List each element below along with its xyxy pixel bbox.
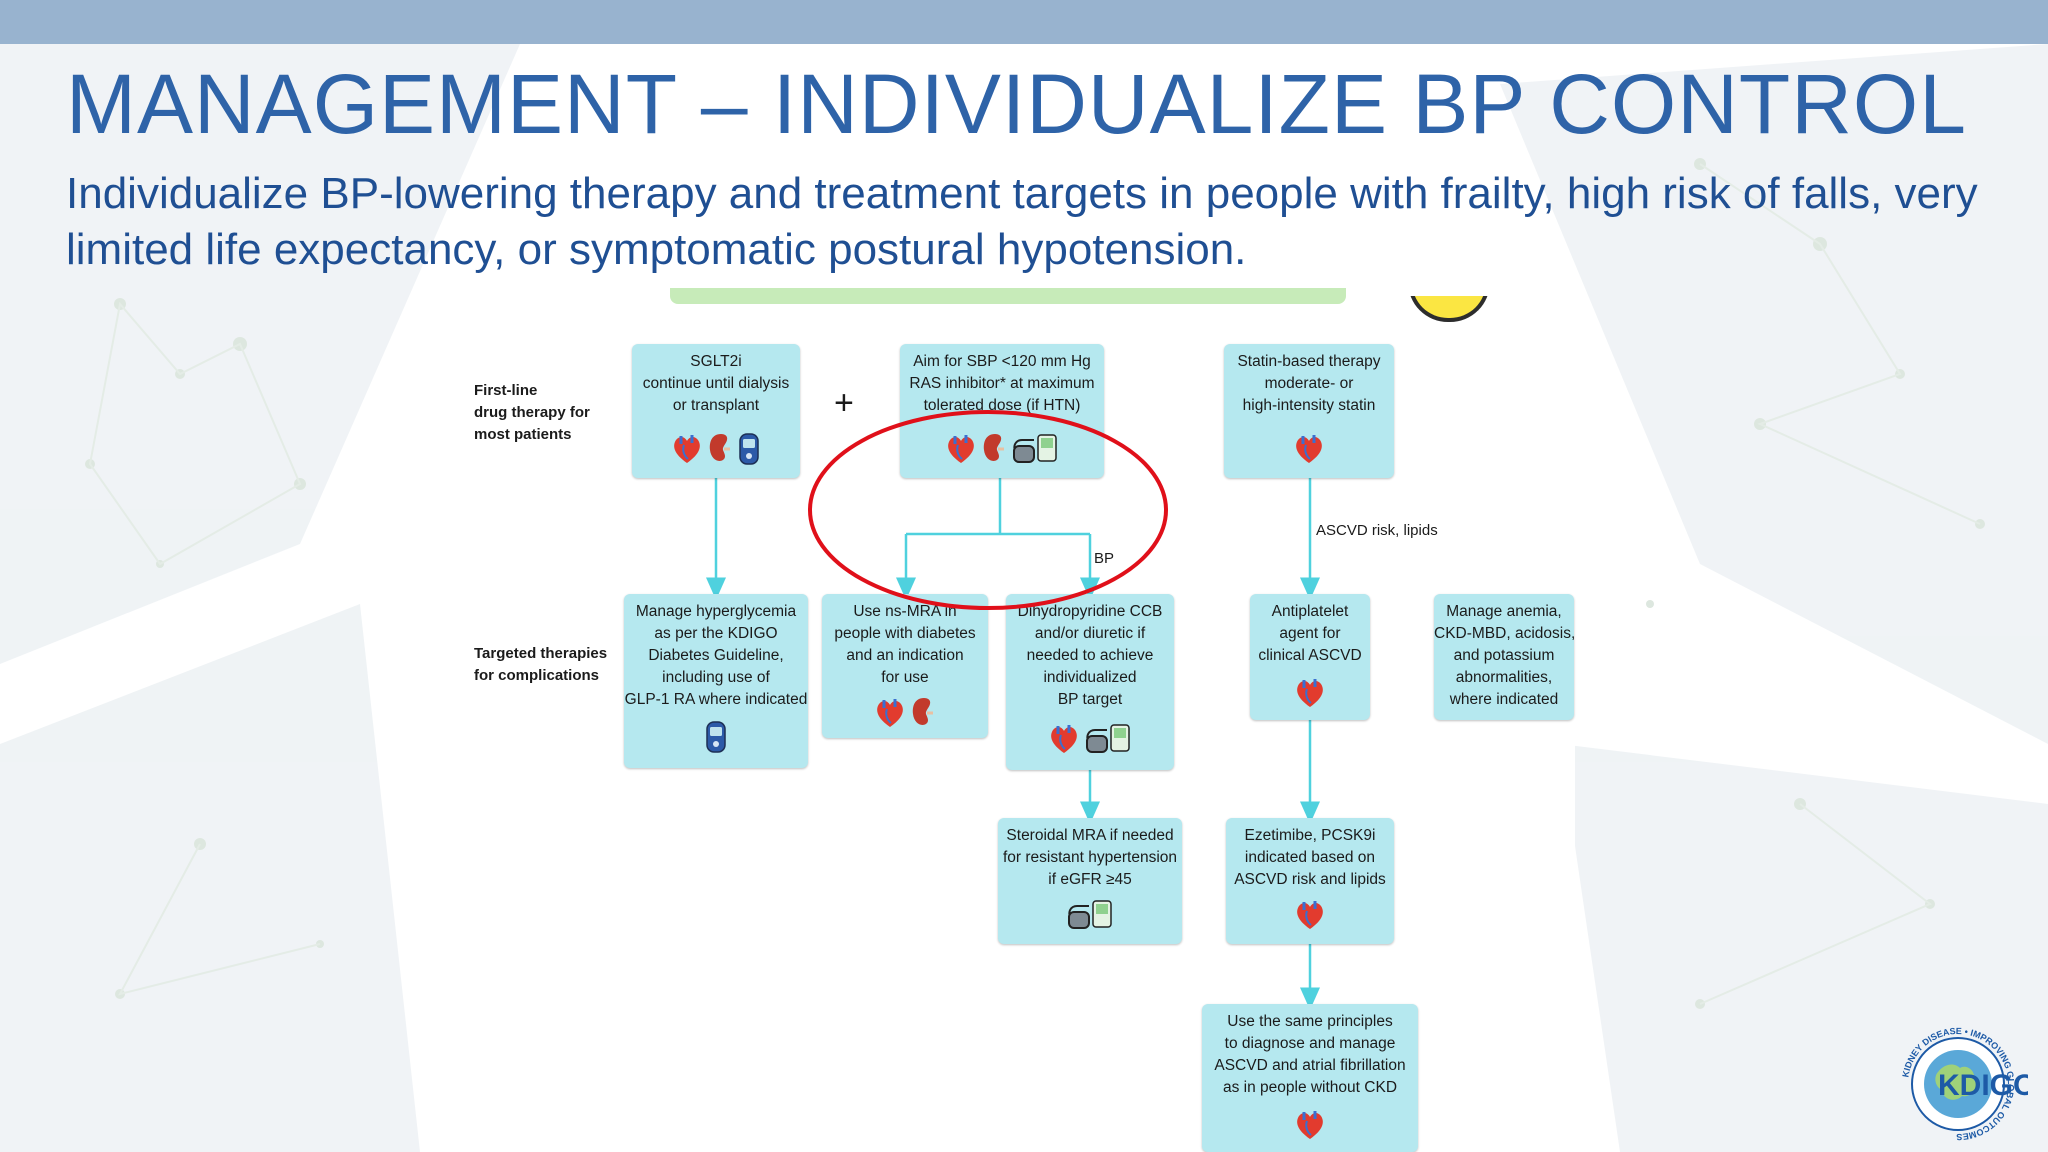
- box-line: and potassium: [1453, 647, 1555, 664]
- box-statin: Statin-based therapy moderate- or high-i…: [1224, 344, 1394, 478]
- box-line: Diabetes Guideline,: [648, 647, 784, 664]
- plus-sign: +: [834, 384, 854, 422]
- box-line: Dihydropyridine CCB: [1017, 603, 1163, 620]
- box-line: Use the same principles: [1227, 1013, 1393, 1030]
- heart-icon: [1297, 901, 1323, 929]
- box-line: as per the KDIGO: [654, 625, 778, 642]
- box-line: for resistant hypertension: [1002, 849, 1178, 866]
- kidney-icon: [709, 434, 730, 461]
- edge-label-bp: BP: [1094, 550, 1115, 567]
- box-line: indicated based on: [1244, 849, 1376, 866]
- box-line: including use of: [662, 669, 770, 686]
- box-line: RAS inhibitor* at maximum: [909, 375, 1095, 392]
- box-line: to diagnose and manage: [1224, 1035, 1396, 1052]
- box-line: for use: [881, 669, 929, 686]
- box-line: as in people without CKD: [1222, 1079, 1398, 1096]
- cropped-header-strip: [670, 288, 1346, 304]
- box-same-principles: Use the same principles to diagnose and …: [1202, 1004, 1418, 1152]
- box-line: tolerated dose (if HTN): [923, 397, 1081, 414]
- edge-label-ascvd-risk: ASCVD risk, lipids: [1316, 522, 1438, 539]
- box-line: if eGFR ≥45: [1048, 871, 1132, 888]
- box-line: abnormalities,: [1455, 669, 1553, 686]
- row-label-first-line: First-line drug therapy for most patient…: [474, 382, 590, 443]
- box-line: BP target: [1057, 691, 1123, 708]
- box-sglt2i: SGLT2i continue until dialysis or transp…: [632, 344, 800, 478]
- box-ns-mra: Use ns-MRA in people with diabetes and a…: [822, 594, 988, 738]
- box-line: moderate- or: [1264, 375, 1354, 392]
- box-line: where indicated: [1449, 691, 1559, 708]
- slide-title: MANAGEMENT – INDIVIDUALIZE BP CONTROL: [66, 57, 1967, 151]
- box-line: SGLT2i: [690, 353, 742, 370]
- row-label-targeted: Targeted therapies for complications: [474, 645, 608, 684]
- box-line: high-intensity statin: [1242, 397, 1376, 414]
- box-line: CKD-MBD, acidosis,: [1434, 625, 1576, 642]
- kidney-icon: [983, 434, 1004, 461]
- box-line: Statin-based therapy: [1237, 353, 1381, 370]
- heart-icon: [948, 435, 974, 463]
- glucose-meter-icon: [706, 721, 726, 753]
- red-highlight-circle: [808, 410, 1168, 610]
- box-line: people with diabetes: [834, 625, 976, 642]
- bp-monitor-icon: [1068, 900, 1112, 929]
- box-line: Manage hyperglycemia: [635, 603, 797, 620]
- box-dihydropyridine-ccb: Dihydropyridine CCB and/or diuretic if n…: [1006, 594, 1174, 770]
- box-manage-anemia: Manage anemia, CKD-MBD, acidosis, and po…: [1434, 594, 1576, 720]
- box-line: GLP-1 RA where indicated: [624, 691, 808, 708]
- kdigo-logo: KIDNEY DISEASE • IMPROVING GLOBAL OUTCOM…: [1900, 1026, 2028, 1142]
- bp-monitor-icon: [1013, 434, 1057, 463]
- box-line: continue until dialysis: [642, 375, 790, 392]
- box-line: and an indication: [846, 647, 964, 664]
- box-line: Use ns-MRA in: [853, 603, 957, 620]
- top-banner: [0, 0, 2048, 44]
- heart-icon: [674, 435, 700, 463]
- box-steroidal-mra: Steroidal MRA if needed for resistant hy…: [998, 818, 1182, 944]
- box-line: agent for: [1279, 625, 1341, 642]
- heart-icon: [877, 699, 903, 727]
- bp-monitor-icon: [1086, 724, 1130, 753]
- box-line: individualized: [1043, 669, 1137, 686]
- box-antiplatelet: Antiplatelet agent for clinical ASCVD: [1250, 594, 1370, 720]
- slide-subtitle: Individualize BP-lowering therapy and tr…: [66, 169, 1978, 274]
- kidney-icon: [912, 698, 933, 725]
- box-ezetimibe: Ezetimibe, PCSK9i indicated based on ASC…: [1226, 818, 1394, 944]
- box-line: Antiplatelet: [1271, 603, 1349, 620]
- logo-wordmark: KDIGO: [1938, 1069, 2028, 1102]
- box-line: ASCVD and atrial fibrillation: [1214, 1057, 1406, 1074]
- box-line: Manage anemia,: [1446, 603, 1562, 620]
- box-line: Aim for SBP <120 mm Hg: [913, 353, 1091, 370]
- box-line: Ezetimibe, PCSK9i: [1244, 827, 1376, 844]
- box-line: clinical ASCVD: [1258, 647, 1362, 664]
- heart-icon: [1051, 725, 1077, 753]
- glucose-meter-icon: [739, 433, 759, 465]
- box-line: Steroidal MRA if needed: [1006, 827, 1174, 844]
- heart-icon: [1297, 1111, 1323, 1139]
- box-line: needed to achieve: [1026, 647, 1154, 664]
- box-line: or transplant: [672, 397, 760, 414]
- heart-icon: [1296, 435, 1322, 463]
- box-line: ASCVD risk and lipids: [1234, 871, 1386, 888]
- box-hyperglycemia: Manage hyperglycemia as per the KDIGO Di…: [624, 594, 808, 768]
- heart-icon: [1297, 679, 1323, 707]
- box-line: and/or diuretic if: [1034, 625, 1146, 642]
